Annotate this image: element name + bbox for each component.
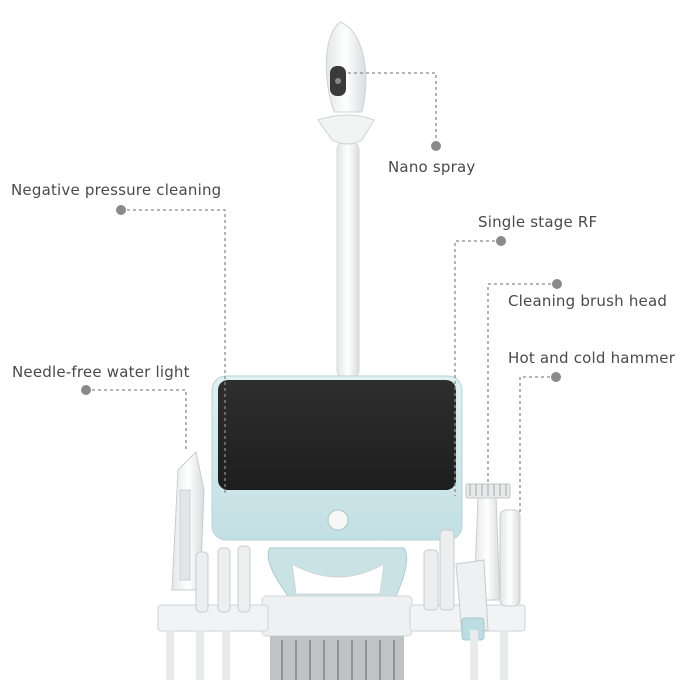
machine-body [211,375,463,680]
right-handpiece-tray [409,483,526,680]
label-cleaning-brush-head: Cleaning brush head [508,292,668,310]
nano-spray-arm [317,21,375,381]
label-nano-spray: Nano spray [388,158,476,176]
leader-needle-free [86,389,187,452]
rf-handpiece [439,529,455,611]
label-needle-free-water-light: Needle-free water light [12,363,190,381]
label-hot-and-cold-hammer: Hot and cold hammer [508,349,676,367]
display-screen [218,380,456,490]
leader-cleaning-brush [487,283,557,482]
label-negative-pressure-cleaning: Negative pressure cleaning [11,181,222,199]
label-single-stage-rf: Single stage RF [478,213,598,231]
leader-single-stage-rf [454,240,501,496]
leader-lines [86,72,557,512]
leader-hot-cold-hammer [519,376,556,512]
left-handpiece-tray [157,450,269,680]
leader-dots [81,141,562,395]
leader-negative-pressure [121,209,226,493]
hot-cold-hammer [499,509,521,607]
